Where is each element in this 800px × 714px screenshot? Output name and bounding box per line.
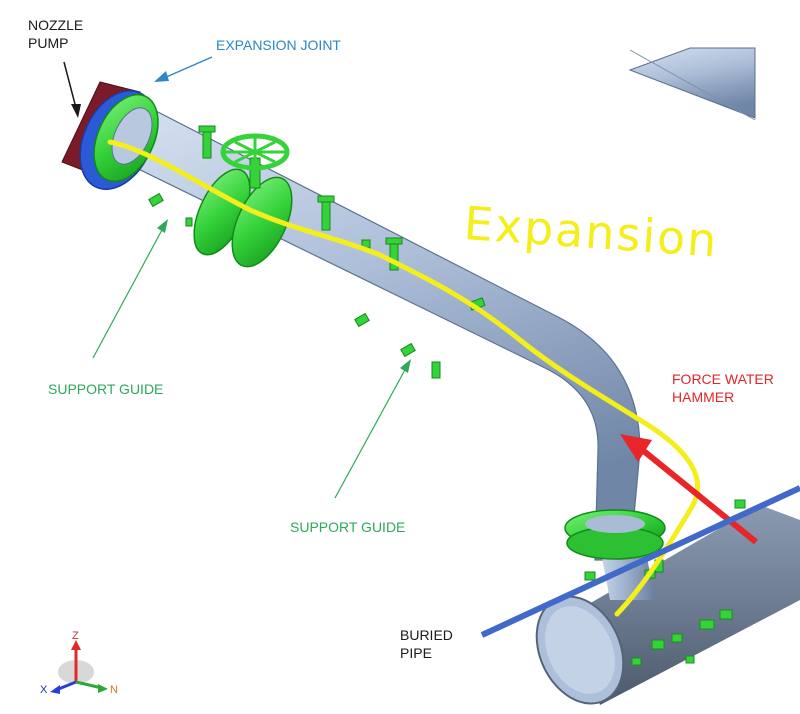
expansion-path-highlight: [107, 139, 701, 617]
vent-fitting: [317, 195, 335, 231]
axis-triad: Z X N: [40, 630, 118, 696]
buried-pipe-label-line1: BURIED: [400, 627, 453, 643]
support-guide-left-label: SUPPORT GUIDE: [48, 381, 164, 397]
vent-fitting: [385, 237, 403, 271]
support-guide-mid-label: SUPPORT GUIDE: [290, 519, 406, 535]
background-pipe: [628, 47, 756, 121]
valve-handwheel: [220, 133, 290, 171]
axis-z-label: Z: [72, 630, 79, 642]
water-hammer-force-arrow: [620, 434, 758, 545]
nozzle-pump-arrow: [63, 61, 81, 118]
expansion-joint-arrow: [154, 56, 213, 82]
n-axis-line: [75, 680, 103, 690]
buried-pipe-label-line2: PIPE: [400, 645, 432, 661]
elbow-flange: [564, 509, 666, 560]
force-water-hammer-line1: FORCE WATER: [672, 371, 774, 387]
axis-n-label: N: [110, 684, 118, 696]
vent-fitting: [198, 125, 216, 159]
expansion-joint: [79, 89, 159, 191]
support-guide-left-arrow: [92, 219, 168, 359]
buried-pipe-supports: [631, 499, 746, 666]
gate-valve: [193, 133, 293, 268]
support-guide-mid-arrow: [334, 359, 411, 499]
nozzle-pump-label-line1: NOZZLE: [28, 17, 84, 33]
force-water-hammer-line2: HAMMER: [672, 389, 735, 405]
nozzle-pump-label-line2: PUMP: [28, 35, 69, 51]
buried-pipe-line: [480, 485, 800, 638]
nozzle-pump-label: NOZZLE PUMP: [28, 16, 83, 52]
axis-x-label: X: [40, 684, 48, 696]
expansion-joint-label: EXPANSION JOINT: [216, 37, 341, 53]
buried-pipe: [535, 499, 800, 705]
force-water-hammer-label: FORCE WATER HAMMER: [672, 370, 774, 406]
buried-pipe-label: BURIED PIPE: [400, 626, 453, 662]
